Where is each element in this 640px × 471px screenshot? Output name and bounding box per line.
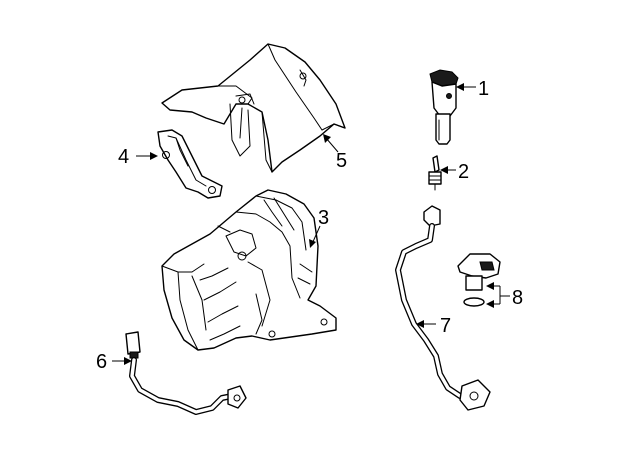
cam-sensor[interactable]	[457, 253, 501, 307]
callout-7: 7	[440, 315, 451, 337]
spark-plug[interactable]	[428, 155, 442, 191]
callout-4: 4	[118, 146, 129, 168]
sensor-harness[interactable]	[395, 205, 491, 411]
callout-leaders	[112, 83, 510, 365]
ignition-coil[interactable]	[429, 69, 459, 145]
bracket[interactable]	[157, 129, 223, 199]
callout-2: 2	[458, 161, 469, 183]
callout-8: 8	[512, 287, 523, 309]
callout-5: 5	[336, 150, 347, 172]
callout-6: 6	[96, 351, 107, 373]
engine-cover[interactable]	[161, 43, 346, 173]
callout-3: 3	[318, 207, 329, 229]
wire-harness[interactable]	[125, 331, 247, 415]
control-module[interactable]	[161, 189, 337, 351]
callout-1: 1	[478, 78, 489, 100]
